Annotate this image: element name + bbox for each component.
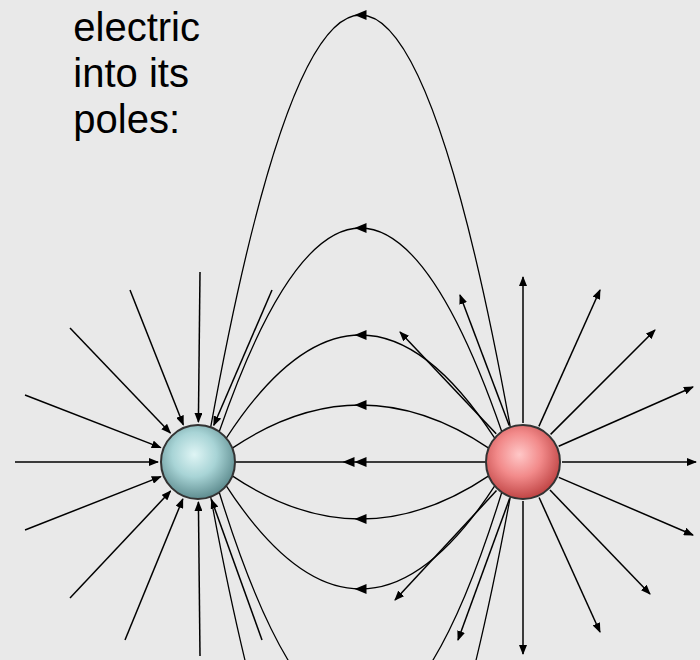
field-line	[522, 501, 524, 654]
field-line	[70, 491, 171, 598]
positive-charge	[486, 425, 560, 499]
field-line	[562, 461, 696, 463]
field-line	[219, 228, 502, 432]
field-line	[550, 490, 650, 594]
field-line	[539, 290, 600, 426]
field-line	[522, 277, 524, 423]
field-line	[539, 498, 600, 633]
field-arrowhead	[343, 457, 355, 467]
heading-text: electric	[73, 4, 200, 50]
field-lines	[15, 10, 696, 660]
field-line	[25, 395, 161, 448]
field-line	[25, 477, 161, 530]
field-line	[232, 476, 488, 519]
field-line	[214, 290, 272, 425]
field-arrowhead	[355, 584, 367, 594]
field-line	[551, 330, 655, 434]
field-line	[70, 328, 170, 433]
field-line	[460, 295, 509, 426]
field-line	[212, 500, 263, 640]
heading-text: poles:	[73, 96, 180, 142]
field-arrowhead	[355, 514, 367, 524]
field-line	[559, 387, 693, 446]
field-line	[198, 272, 200, 422]
field-arrowhead	[355, 223, 367, 233]
field-line	[395, 491, 497, 600]
negative-charge	[161, 425, 235, 499]
field-line	[219, 492, 502, 660]
field-line	[232, 405, 488, 448]
field-line	[198, 502, 200, 656]
field-line	[125, 499, 183, 640]
field-arrowhead	[355, 10, 367, 20]
field-line	[559, 477, 693, 535]
field-line	[211, 15, 511, 427]
heading-text: into its	[73, 50, 189, 96]
field-line	[211, 497, 511, 660]
field-arrowhead	[355, 457, 367, 467]
field-line	[226, 335, 494, 438]
field-line	[15, 461, 158, 463]
field-arrowhead	[355, 330, 367, 340]
field-line	[458, 499, 510, 640]
field-line	[130, 290, 183, 425]
field-arrowhead	[355, 400, 367, 410]
field-line	[226, 486, 494, 589]
